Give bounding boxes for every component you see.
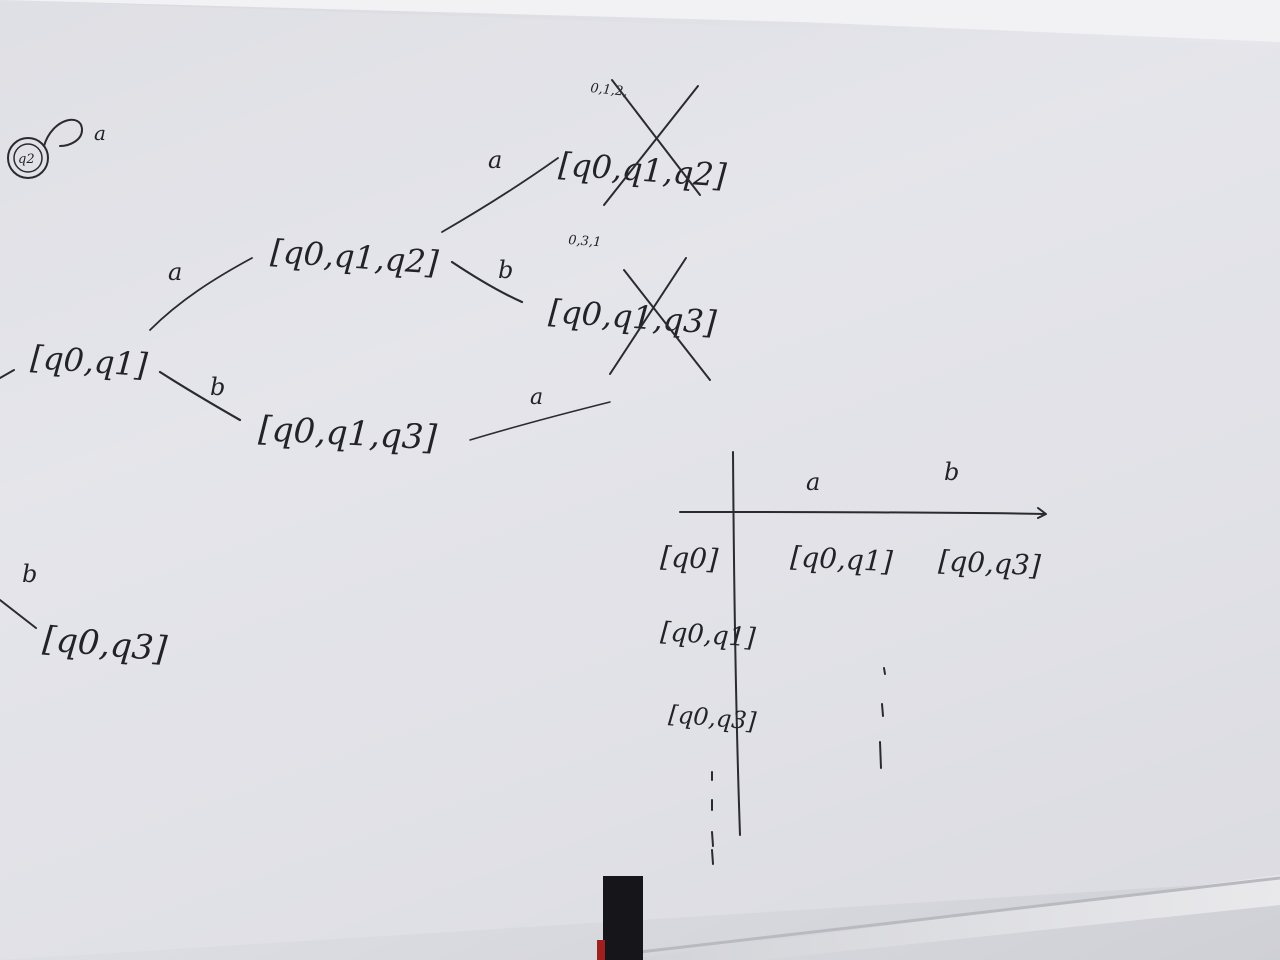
edge-label-root-a: a: [168, 258, 182, 286]
edge-label-n1-a: a: [488, 146, 502, 174]
edge-label-lower-b: b: [22, 560, 37, 588]
continuation-marks: [711, 667, 886, 865]
marker-object: [603, 876, 643, 960]
table-cell-q0-b: [q0,q3]: [938, 544, 1042, 582]
table-header-b: b: [944, 458, 959, 486]
table-header-a: a: [806, 468, 820, 496]
edge-label-n2-a: a: [530, 385, 543, 410]
cross-out-n1-b: [609, 257, 711, 381]
table-row-q0: [q0]: [660, 540, 719, 576]
note-n1-a: 0,1,2,: [590, 81, 629, 100]
table-cell-q0-a: [q0,q1]: [790, 540, 894, 578]
node-root: [q0,q1]: [29, 338, 149, 384]
cross-out-n1-a: [603, 79, 701, 206]
self-loop-symbol: a: [94, 121, 106, 145]
tree-edges: [0, 157, 611, 629]
transition-table: [679, 451, 1047, 836]
edge-label-root-b: b: [210, 373, 225, 401]
edge-label-n1-b: b: [498, 256, 513, 284]
wall-top: [0, 0, 1280, 42]
state-q2-self-loop: q2 a: [7, 118, 106, 179]
table-row-q0-q1: [q0,q1]: [660, 617, 758, 654]
state-q2-label: q2: [18, 152, 35, 167]
note-n1-b: 0,3,1: [568, 233, 602, 250]
node-q0-q1-q3: [q0,q1,q3]: [258, 409, 439, 458]
